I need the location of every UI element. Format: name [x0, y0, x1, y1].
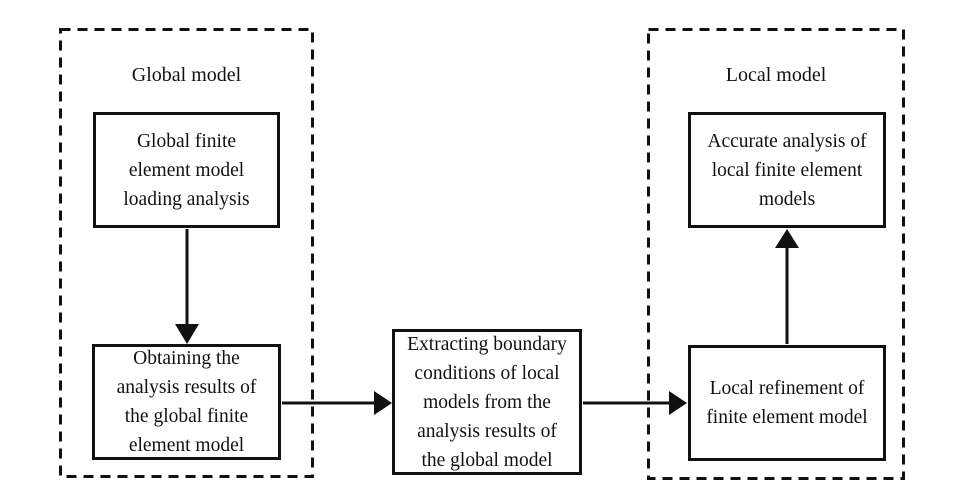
box-global-analysis-results: Obtaining the analysis results of the gl…: [92, 344, 281, 460]
box-accurate-analysis: Accurate analysis of local finite elemen…: [688, 112, 886, 228]
box-local-refinement: Local refinement of finite element model: [688, 345, 886, 461]
box-accurate-analysis-label: Accurate analysis of local finite elemen…: [707, 130, 867, 210]
box-extracting-boundary-conditions-label: Extracting boundary conditions of local …: [407, 333, 567, 471]
box-global-loading-analysis: Global finite element model loading anal…: [93, 112, 280, 228]
global-model-title: Global model: [131, 64, 242, 86]
box-global-loading-analysis-label: Global finite element model loading anal…: [123, 130, 250, 210]
box-extracting-boundary-conditions: Extracting boundary conditions of local …: [392, 329, 582, 475]
local-model-title: Local model: [725, 64, 827, 86]
box-local-refinement-label: Local refinement of finite element model: [706, 378, 868, 428]
box-global-analysis-results-label: Obtaining the analysis results of the gl…: [116, 348, 257, 456]
